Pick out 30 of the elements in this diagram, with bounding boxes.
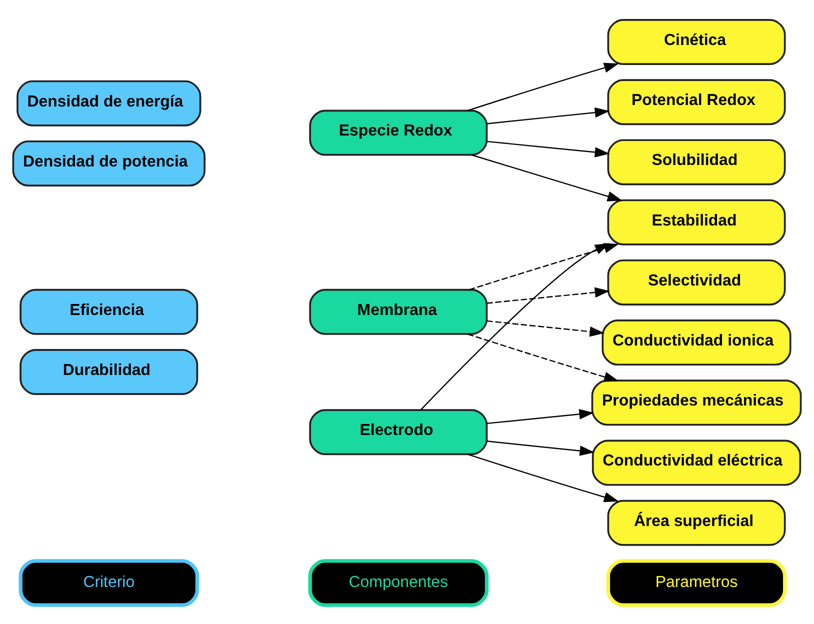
arrow: [472, 154, 622, 201]
node-box: Potencial Redox: [607, 78, 786, 125]
node-box: Área superficial: [607, 499, 786, 546]
arrow: [420, 242, 610, 410]
node-box: Electrodo: [309, 408, 488, 455]
arrow: [486, 320, 604, 336]
node-box: Componentes: [308, 558, 489, 606]
node-box: Criterio: [18, 558, 200, 606]
arrow: [468, 333, 619, 382]
node-box: Selectividad: [607, 258, 786, 305]
node-box: Durabilidad: [20, 348, 198, 394]
arrow: [486, 106, 610, 124]
arrow: [486, 140, 610, 157]
node-box: Conductividad eléctrica: [592, 439, 802, 486]
node-box: Solubilidad: [607, 138, 786, 185]
node-box: Membrana: [309, 288, 488, 334]
arrow: [486, 440, 594, 456]
node-box: Densidad de energía: [16, 80, 202, 126]
arrow: [486, 286, 610, 304]
arrow: [468, 62, 619, 111]
node-box: Parametros: [606, 558, 787, 606]
node-box: Densidad de potencia: [12, 140, 206, 186]
node-box: Conductividad ionica: [602, 319, 792, 366]
arrow: [468, 453, 619, 502]
node-box: Especie Redox: [309, 109, 488, 156]
node-box: Eficiencia: [20, 288, 198, 334]
node-box: Estabilidad: [607, 198, 786, 245]
node-box: Propiedades mecánicas: [591, 379, 802, 426]
node-box: Cinética: [607, 18, 786, 64]
arrow: [486, 408, 594, 424]
